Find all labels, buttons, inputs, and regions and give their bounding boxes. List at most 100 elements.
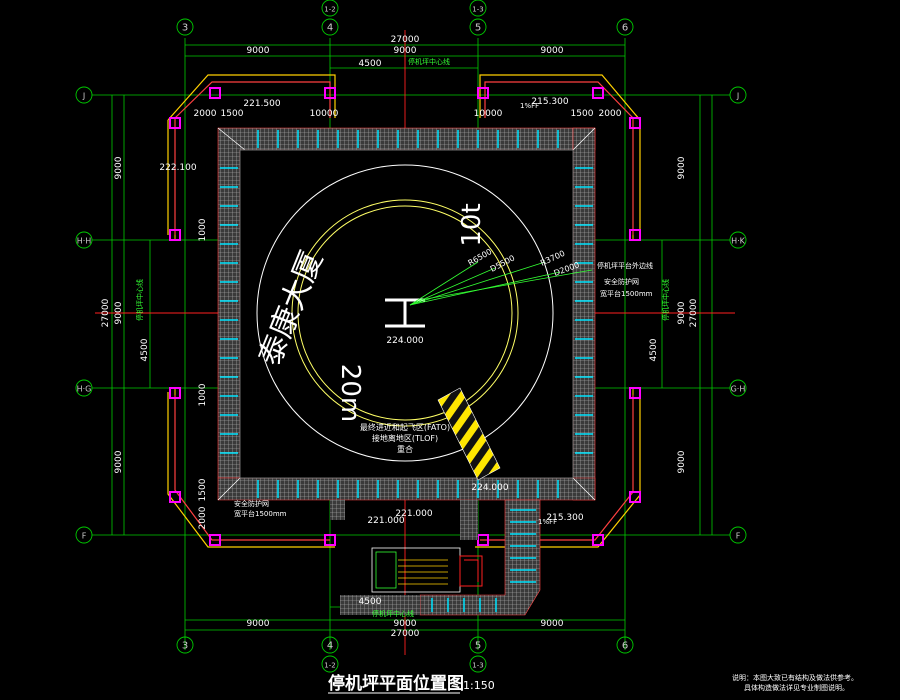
elev-5: 224.000 (471, 483, 508, 493)
zone-label-1: 最终进近和起飞区(FATO) (360, 422, 450, 432)
radius-leaders (409, 261, 593, 306)
elev-2: 215.300 (531, 97, 568, 107)
dim-top-right-3: 2000 (599, 109, 622, 119)
axis-label: F (736, 532, 741, 541)
axis-label: 1-2 (324, 662, 335, 670)
axis-label: J (736, 92, 739, 101)
right-note-1: 停机坪平台外边线 (597, 261, 653, 270)
green-label-left: 停机坪中心线 (135, 279, 144, 321)
slope-top: 1%FF (520, 102, 539, 110)
slope-bottom: 1%FF (538, 518, 557, 526)
right-note-2: 安全防护网 (604, 277, 639, 286)
axis-label: 4 (327, 23, 333, 34)
dim-top-right-1: 10000 (474, 109, 503, 119)
dim-offset-top: 4500 (359, 59, 382, 69)
left-note-2: 宽平台1500mm (234, 509, 287, 518)
dim-offset-bottom: 4500 (359, 597, 382, 607)
dim-right-overall: 27000 (689, 298, 699, 327)
axis-label: 1-2 (324, 6, 335, 14)
dim-left-part-2: 1000 (198, 383, 208, 406)
left-note-1: 安全防护网 (234, 499, 269, 508)
axis-top-4: 4 (321, 18, 339, 36)
axis-right-2: G·H (729, 379, 747, 397)
axis-label: 5 (475, 641, 481, 652)
dim-left-overall: 27000 (101, 298, 111, 327)
footnote-line-2: 具体构造做法详见专业制图说明。 (744, 683, 849, 692)
dim-top-right-2: 1500 (571, 109, 594, 119)
axis-label: 3 (182, 23, 188, 34)
weight-mark: 10t (457, 203, 487, 246)
green-label-top: 停机坪中心线 (408, 57, 450, 66)
axis-sub-bottom-1: 1-2 (321, 655, 339, 673)
axis-sub-top-1: 1-2 (321, 0, 339, 17)
dim-bay-top-1: 9000 (247, 46, 270, 56)
axis-label: 1-3 (472, 662, 483, 670)
dim-bay-top-2: 9000 (394, 46, 417, 56)
elev-7: 221.000 (395, 509, 432, 519)
elev-1: 221.500 (243, 99, 280, 109)
bottom-dimensions: 27000 9000 9000 9000 4500 停机坪中心线 221.000… (247, 483, 584, 639)
stair-block (330, 499, 541, 616)
axis-top-5: 5 (469, 18, 487, 36)
dim-top-left-1: 2000 (194, 109, 217, 119)
frame-tread-marks (220, 130, 593, 498)
axis-label: 4 (327, 641, 333, 652)
axis-right-0: J (729, 86, 747, 104)
dim-left-part-4: 2000 (198, 506, 208, 529)
zone-label-2: 接地离地区(TLOF) (372, 433, 438, 443)
safety-net-frame (217, 127, 596, 501)
left-dimensions: 27000 9000 9000 9000 4500 停机坪中心线 1000 10… (101, 156, 287, 529)
axis-label: 5 (475, 23, 481, 34)
axis-bottom-6: 6 (616, 636, 634, 654)
access-ramp-hazard (437, 387, 501, 481)
building-outline (167, 74, 641, 548)
axis-label: 6 (622, 641, 628, 652)
axis-bottom-3: 3 (176, 636, 194, 654)
helipad-circles (256, 164, 554, 462)
drawing-title: 停机坪平面位置图 (328, 673, 464, 694)
title-block: 停机坪平面位置图 1:150 说明：本图大致已有结构及做法供参考。 具体构造做法… (328, 673, 858, 694)
elev-4: 224.000 (386, 336, 423, 346)
axis-left-0: J (75, 86, 93, 104)
axis-right-1: H·K (729, 231, 747, 249)
right-dimensions: 27000 9000 9000 9000 4500 停机坪中心线 停机坪平台外边… (597, 156, 699, 473)
dim-bay-bottom-1: 9000 (247, 619, 270, 629)
dim-right-bay-3: 9000 (677, 450, 687, 473)
axis-bottom-5: 5 (469, 636, 487, 654)
axis-bottom-4: 4 (321, 636, 339, 654)
axis-top-6: 6 (616, 18, 634, 36)
elev-3: 222.100 (159, 163, 196, 173)
dim-left-bay-1: 9000 (114, 156, 124, 179)
axis-label: H·G (77, 385, 92, 394)
dim-bay-bottom-2: 9000 (394, 619, 417, 629)
axis-label: 1-3 (472, 6, 483, 14)
dim-bay-top-3: 9000 (541, 46, 564, 56)
axis-left-2: H·G (75, 379, 93, 397)
axis-left-1: H·H (75, 231, 93, 249)
dim-overall-bottom: 27000 (391, 629, 420, 639)
axis-top-3: 3 (176, 18, 194, 36)
dim-overall-top: 27000 (391, 35, 420, 45)
columns (169, 87, 641, 546)
dim-right-bay-2: 9000 (677, 301, 687, 324)
dim-right-offset: 4500 (649, 338, 659, 361)
dim-left-part-1: 1000 (198, 218, 208, 241)
dim-right-bay-1: 9000 (677, 156, 687, 179)
axis-label: F (82, 532, 87, 541)
axis-label: 6 (622, 23, 628, 34)
axis-sub-bottom-2: 1-3 (469, 655, 487, 673)
axis-label: H·K (731, 237, 746, 246)
axis-sub-top-2: 1-3 (469, 0, 487, 17)
axis-label: H·H (77, 237, 92, 246)
zone-label-3: 重合 (397, 444, 413, 454)
top-dimensions: 27000 9000 9000 9000 4500 停机坪中心线 2000 15… (194, 35, 622, 119)
axis-label: 3 (182, 641, 188, 652)
dim-left-part-3: 1500 (198, 478, 208, 501)
green-label-right: 停机坪中心线 (661, 279, 670, 321)
axis-left-3: F (75, 526, 93, 544)
elev-6: 221.000 (367, 516, 404, 526)
dim-bay-bottom-3: 9000 (541, 619, 564, 629)
green-label-bottom: 停机坪中心线 (372, 609, 414, 618)
